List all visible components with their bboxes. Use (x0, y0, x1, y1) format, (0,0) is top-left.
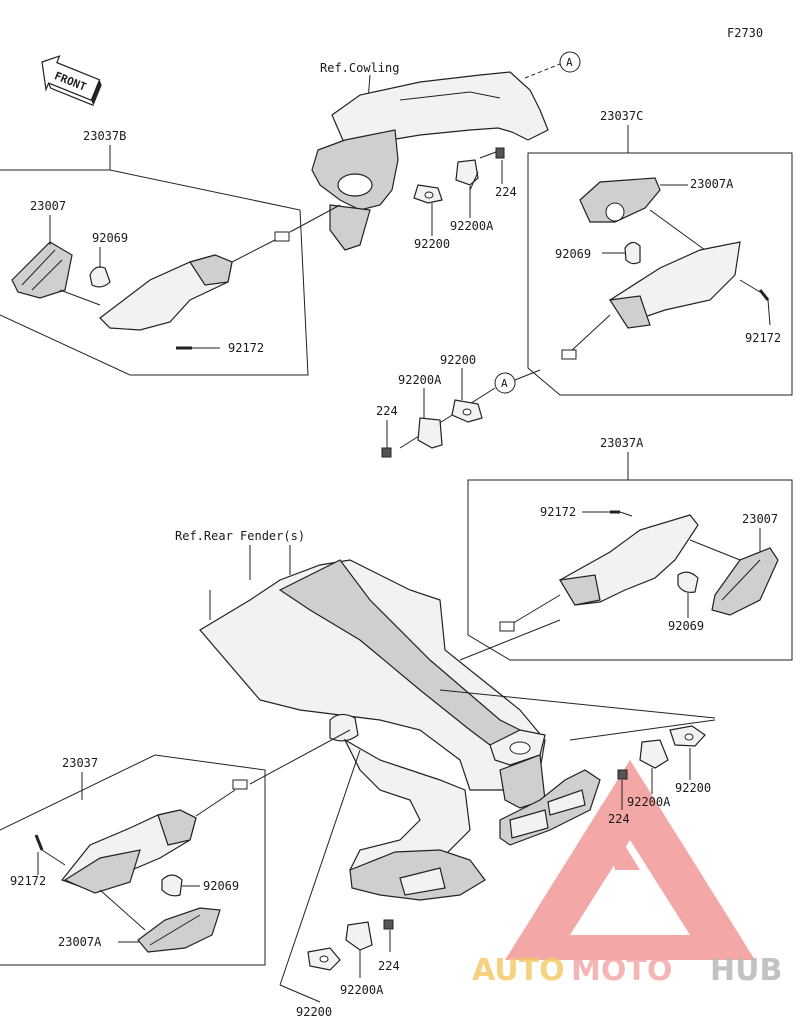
plate-rear-right (669, 725, 706, 747)
nut-top (479, 147, 505, 159)
screw-front-left-label: 92172 (228, 341, 264, 355)
plate-a-bottom (345, 921, 373, 951)
plate-rear-right-label: 92200 (675, 781, 711, 795)
front-arrow-icon: FRONT (41, 55, 102, 107)
bulb-front-left (89, 266, 111, 288)
lens-front-right-label: 23007A (690, 177, 734, 191)
callout-a-mid (494, 372, 516, 394)
watermark-hub: HUB (710, 953, 782, 988)
plate-bottom (307, 947, 341, 971)
screw-rear-left (34, 834, 66, 866)
cowling-part (311, 71, 549, 251)
callout-a-top-label: A (566, 56, 573, 69)
nut-mid-label: 224 (376, 404, 398, 418)
watermark-moto: MOTO (571, 953, 672, 988)
bulb-rear-left-label: 92069 (203, 879, 239, 893)
lens-rear-left-label: 23007A (58, 935, 102, 949)
callout-a-top (559, 51, 581, 73)
screw-rear-left-label: 92172 (10, 874, 46, 888)
plate-a-mid (417, 417, 443, 449)
lens-rear-right (711, 547, 779, 616)
plate-a-rear-right (639, 739, 669, 769)
box-front-left (0, 169, 309, 376)
nut-bottom-label: 224 (378, 959, 400, 973)
figure-code: F2730 (727, 26, 763, 40)
lens-rear-left (137, 907, 221, 953)
watermark-logo (505, 760, 755, 960)
plate-top (413, 184, 443, 204)
callout-a-mid-label: A (501, 377, 508, 390)
nut-mid (381, 447, 392, 458)
bulb-rear-left (161, 874, 183, 897)
lens-front-left-label: 23007 (30, 199, 66, 213)
bulb-front-right (624, 241, 641, 265)
assy-rear-right-label: 23037A (600, 436, 644, 450)
lens-rear-right-label: 23007 (742, 512, 778, 526)
plate-a-top-label: 92200A (450, 219, 494, 233)
plate-bottom-label: 92200 (296, 1005, 332, 1019)
turn-signal-front-right (561, 241, 741, 360)
assy-front-right-label: 23037C (600, 109, 643, 123)
plate-a-mid-label: 92200A (398, 373, 442, 387)
watermark-auto: AUTO (472, 953, 565, 988)
ref-rear-fender-label: Ref.Rear Fender(s) (175, 529, 305, 543)
screw-front-right-label: 92172 (745, 331, 781, 345)
bulb-front-left-label: 92069 (92, 231, 128, 245)
plate-top-label: 92200 (414, 237, 450, 251)
watermark-triangle (505, 760, 755, 960)
ref-cowling-label: Ref.Cowling (320, 61, 399, 75)
plate-mid (451, 399, 483, 423)
watermark-inner-stroke (600, 805, 640, 870)
box-rear-right (467, 479, 793, 661)
nut-top-label: 224 (495, 185, 517, 199)
watermark-text: AUTO MOTO HUB (472, 953, 782, 988)
plate-a-rear-right-label: 92200A (627, 795, 671, 809)
bulb-rear-right (677, 571, 699, 593)
screw-rear-right (610, 510, 633, 517)
nut-bottom (383, 919, 394, 930)
assy-rear-left-label: 23037 (62, 756, 98, 770)
plate-a-bottom-label: 92200A (340, 983, 384, 997)
nut-rear-right (617, 769, 628, 780)
lens-front-left (11, 241, 73, 299)
turn-signal-rear-left (61, 779, 248, 894)
assy-front-left-label: 23037B (83, 129, 126, 143)
turn-signal-rear-right (499, 514, 699, 632)
box-front-right (527, 152, 793, 396)
screw-front-right (758, 289, 771, 326)
callout-a-leader-top (524, 63, 561, 79)
screw-rear-right-label: 92172 (540, 505, 576, 519)
plate-a-top (455, 159, 479, 191)
lens-front-right (579, 177, 661, 223)
bulb-rear-right-label: 92069 (668, 619, 704, 633)
turn-signal-front-left (99, 231, 290, 331)
bulb-front-right-label: 92069 (555, 247, 591, 261)
rear-fender-part (199, 559, 601, 901)
plate-mid-label: 92200 (440, 353, 476, 367)
nut-rear-right-label: 224 (608, 812, 630, 826)
box-rear-left (0, 754, 266, 966)
